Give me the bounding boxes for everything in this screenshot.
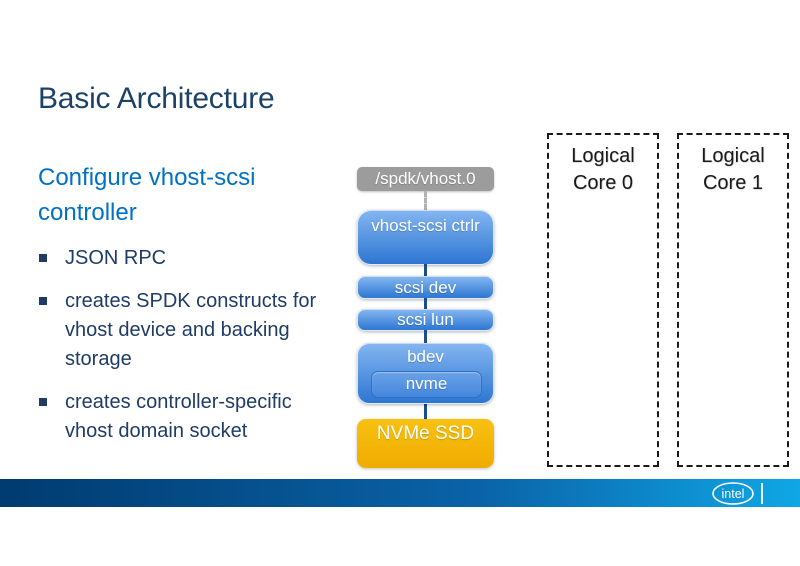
logical-core-1-box: Logical Core 1 [677,133,789,467]
dashed-connector [424,191,427,210]
footer-bar [0,479,800,507]
bullet-square-icon [39,398,47,406]
list-item: creates SPDK constructs for vhost device… [38,287,320,374]
bullet-text: creates SPDK constructs for vhost device… [65,290,317,370]
connector-line [424,298,427,310]
page-title: Basic Architecture [38,82,275,115]
scsi-dev-node: scsi dev [357,276,494,299]
bullet-square-icon [39,254,47,262]
bullet-square-icon [39,297,47,305]
footer-separator [761,483,763,504]
scsi-lun-node: scsi lun [357,309,494,331]
intel-logo-text: intel [722,487,745,501]
nvme-node: nvme [371,371,482,398]
intel-logo: intel [711,481,755,511]
vhost-scsi-ctrlr-node: vhost-scsi ctrlr [357,210,494,265]
core-label: Logical Core 1 [701,145,765,194]
core-label: Logical Core 0 [571,145,635,194]
list-item: creates controller-specific vhost domain… [38,388,320,446]
section-heading: Configure vhost-scsi controller [38,164,256,226]
socket-node: /spdk/vhost.0 [357,167,494,191]
bullet-text: JSON RPC [65,247,167,269]
nvme-ssd-node: NVMe SSD [357,419,494,468]
connector-line [424,264,427,277]
bdev-node: bdev nvme [357,343,494,404]
connector-line [424,330,427,344]
bullet-text: creates controller-specific vhost domain… [65,391,292,442]
bullet-list: JSON RPC creates SPDK constructs for vho… [38,244,320,460]
bdev-label: bdev [407,347,444,366]
list-item: JSON RPC [38,244,320,273]
logical-core-0-box: Logical Core 0 [547,133,659,467]
connector-line [424,403,427,420]
